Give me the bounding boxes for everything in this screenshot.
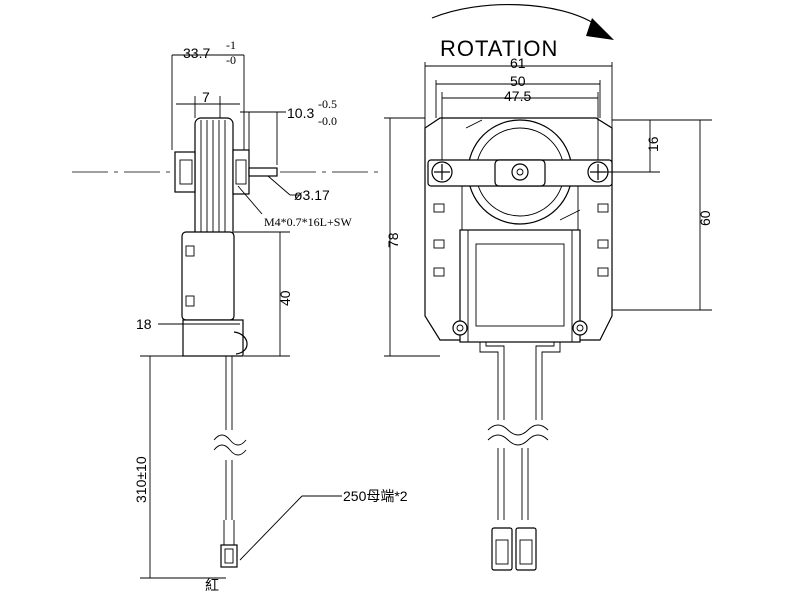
dim-shaft-diameter: ø3.17	[294, 187, 330, 203]
rotation-label: ROTATION	[440, 36, 558, 61]
front-terminal-left	[491, 527, 513, 571]
wire-color: 紅	[205, 577, 219, 593]
dim-outer-width: 61	[510, 55, 526, 71]
front-terminal-right	[515, 527, 537, 571]
dim-mid-width: 50	[510, 73, 526, 89]
dim-lower-height: 40	[277, 290, 293, 306]
dim-overall-depth: 33.7	[183, 45, 210, 61]
screw-spec: M4*0.7*16L+SW	[264, 215, 352, 229]
front-view: ROTATION	[384, 3, 713, 571]
shaft	[248, 167, 278, 177]
hub	[511, 163, 529, 181]
stator-coil	[459, 229, 581, 343]
dim-lead-length: 310±10	[133, 456, 149, 503]
spade-terminal	[220, 544, 238, 568]
dim-top-to-hole: 16	[645, 136, 661, 152]
dim-bottom-width: 18	[136, 316, 152, 332]
rotation-arrow	[431, 3, 599, 27]
dim-mount-height: 60	[697, 210, 713, 226]
dim-overall-depth-tol-upper: -1	[226, 38, 236, 52]
coil-housing	[181, 231, 235, 321]
terminal-spec: 250母端*2	[343, 488, 408, 504]
dim-lamination-width: 7	[202, 89, 210, 105]
dim-shaft-length-tol-lower: -0.0	[318, 114, 337, 128]
dim-hole-spacing: 47.5	[504, 88, 531, 104]
side-view: 33.7 -1 -0 7 10.3 -0.5 -0.0 ø3.17 M4*0.7…	[72, 38, 408, 593]
dim-shaft-length-tol-upper: -0.5	[318, 97, 337, 111]
rotation-arrowhead	[586, 18, 614, 40]
dim-overall-depth-tol-lower: -0	[226, 53, 236, 67]
dim-total-height: 78	[385, 232, 401, 248]
dim-shaft-length: 10.3	[287, 105, 314, 121]
front-bearing	[232, 149, 250, 195]
screw-left-icon	[431, 161, 453, 183]
terminal-block	[182, 319, 244, 357]
